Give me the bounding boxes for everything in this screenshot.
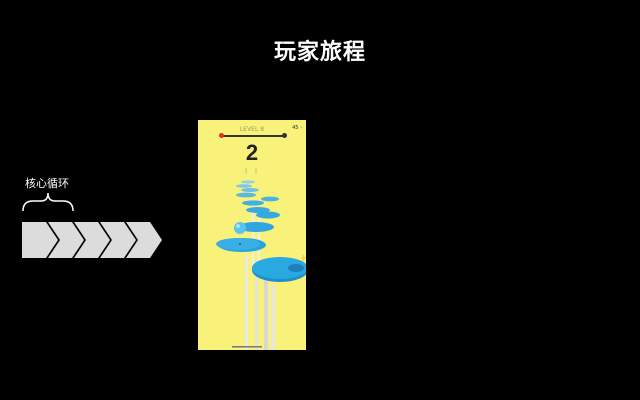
platform [236, 184, 252, 188]
pole [252, 200, 254, 270]
game-scene [216, 168, 306, 350]
level-label: LEVEL 8 [239, 126, 265, 133]
platform [236, 192, 256, 198]
platform [256, 211, 280, 219]
progress-end-dot [282, 133, 287, 138]
core-loop-label: 核心循环 [25, 177, 69, 190]
platform-hole [288, 264, 304, 272]
game-screenshot: LEVEL 8 45 ◦ 2 [198, 120, 306, 350]
platform [241, 188, 259, 192]
progress-track [220, 135, 284, 137]
platform [261, 196, 279, 202]
plus-icon [301, 255, 306, 261]
coin-icon: ◦ [300, 125, 303, 131]
platform [241, 180, 255, 184]
platform [238, 222, 274, 232]
pole [271, 285, 275, 350]
chevron-5 [126, 222, 162, 258]
coin-counter: 45 ◦ [292, 125, 303, 131]
platform [216, 238, 260, 250]
chevron-1 [22, 222, 58, 258]
chevron-2 [48, 222, 84, 258]
platform [242, 200, 264, 206]
curly-brace-icon [22, 192, 74, 212]
chevron-4 [100, 222, 136, 258]
coin-count: 45 [292, 125, 299, 131]
slide-title: 玩家旅程 [273, 40, 366, 65]
pole [245, 255, 248, 350]
platform [246, 207, 270, 213]
pole [264, 280, 268, 350]
ball [234, 222, 246, 234]
score: 2 [245, 140, 259, 165]
progress-start-dot [219, 133, 224, 138]
chevron-3 [74, 222, 110, 258]
platform [252, 257, 306, 279]
pole [255, 260, 258, 350]
ball-highlight [236, 224, 240, 228]
core-loop-chevrons [22, 222, 162, 258]
